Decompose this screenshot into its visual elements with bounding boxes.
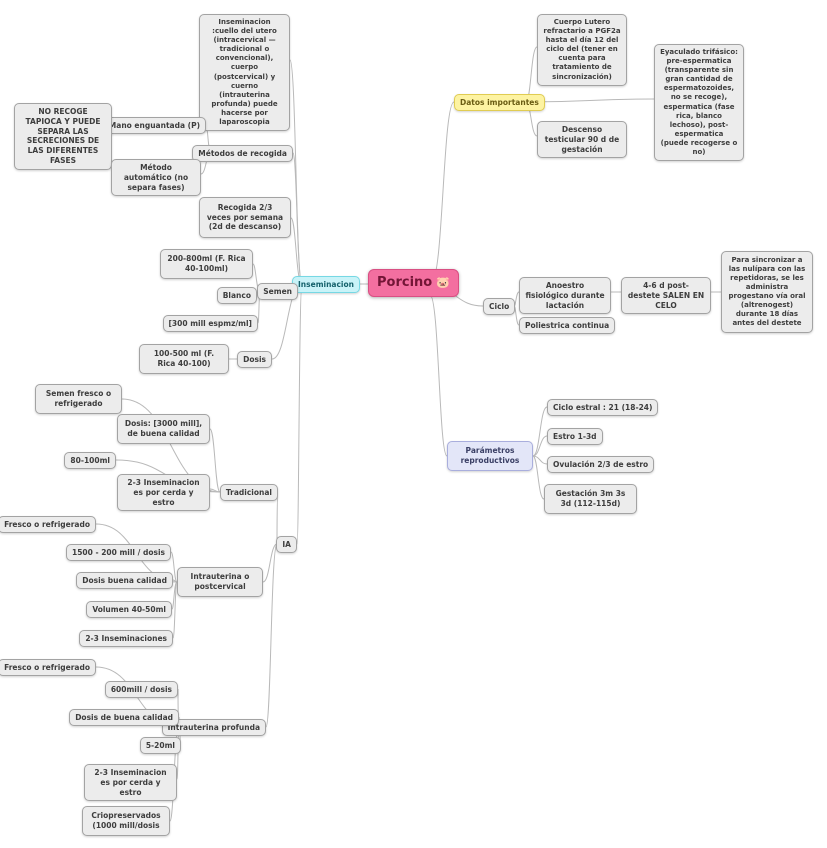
node-ciclo[interactable]: Ciclo [483, 298, 516, 315]
node-mano-nota[interactable]: NO RECOGE TAPIOCA Y PUEDE SEPARA LAS SEC… [14, 103, 112, 170]
node-porcino-root[interactable]: Porcino 🐷 [368, 269, 459, 297]
node-postcervical-frecuencia[interactable]: 2-3 Inseminaciones [79, 630, 173, 647]
node-postcervical-semen[interactable]: Fresco o refrigerado [0, 516, 96, 533]
node-descenso-testicular[interactable]: Descenso testicular 90 d de gestación [537, 121, 627, 159]
node-dosis-valor[interactable]: 100-500 ml (F. Rica 40-100) [139, 344, 229, 374]
node-tradicional-volumen[interactable]: 80-100ml [64, 452, 116, 469]
node-ovulacion[interactable]: Ovulación 2/3 de estro [547, 456, 655, 473]
node-inseminacion-description[interactable]: Inseminacion :cuello del utero (intracer… [199, 14, 290, 132]
root-label: Porcino [377, 274, 433, 290]
node-postcervical-volumen[interactable]: Volumen 40-50ml [86, 601, 172, 618]
node-tradicional-dosis[interactable]: Dosis: [3000 mill], de buena calidad [117, 414, 210, 444]
node-eyaculado-trifasico[interactable]: Eyaculado trifásico: pre-espermatica (tr… [654, 44, 744, 162]
node-postcervical-calidad[interactable]: Dosis buena calidad [76, 572, 173, 589]
node-mano-enguantada[interactable]: Mano enguantada (P) [102, 117, 206, 134]
node-datos-importantes[interactable]: Datos importantes [454, 94, 545, 111]
node-post-destete[interactable]: 4-6 d post-destete SALEN EN CELO [621, 277, 711, 315]
node-profunda-calidad[interactable]: Dosis de buena calidad [69, 709, 179, 726]
node-ia[interactable]: IA [276, 536, 297, 553]
node-profunda-dosis[interactable]: 600mill / dosis [104, 681, 178, 698]
node-ia-profunda[interactable]: Intrauterina profunda [161, 719, 266, 736]
node-profunda-semen[interactable]: Fresco o refrigerado [0, 659, 96, 676]
node-sincronizacion[interactable]: Para sincronizar a las nulípara con las … [721, 251, 813, 333]
node-recogida-frecuencia[interactable]: Recogida 2/3 veces por semana (2d de des… [199, 197, 291, 238]
node-cuerpo-luteo[interactable]: Cuerpo Lutero refractario a PGF2a hasta … [537, 14, 627, 86]
node-ciclo-estral[interactable]: Ciclo estral : 21 (18-24) [547, 399, 659, 416]
node-tradicional-semen[interactable]: Semen fresco o refrigerado [35, 384, 122, 414]
node-poliestrica[interactable]: Poliestrica continua [519, 317, 616, 334]
node-profunda-frecuencia[interactable]: 2-3 Inseminacion es por cerda y estro [84, 764, 177, 802]
node-parametros-reproductivos[interactable]: Parámetros reproductivos [447, 441, 533, 471]
node-metodos-recogida[interactable]: Métodos de recogida [192, 145, 293, 162]
node-inseminacion[interactable]: Inseminacion [292, 276, 360, 293]
node-gestacion[interactable]: Gestación 3m 3s 3d (112-115d) [544, 484, 637, 514]
node-tradicional-frecuencia[interactable]: 2-3 Inseminacion es por cerda y estro [117, 474, 210, 512]
node-profunda-volumen[interactable]: 5-20ml [139, 737, 181, 754]
node-ia-postcervical[interactable]: Intrauterina o postcervical [177, 567, 263, 597]
node-semen-color[interactable]: Blanco [216, 287, 257, 304]
pig-emoji-icon: 🐷 [436, 275, 450, 289]
node-dosis[interactable]: Dosis [237, 351, 272, 368]
node-profunda-criopreservados[interactable]: Criopreservados (1000 mill/dosis [82, 806, 170, 836]
node-ia-tradicional[interactable]: Tradicional [219, 484, 278, 501]
node-semen[interactable]: Semen [257, 283, 298, 300]
node-semen-concentracion[interactable]: [300 mill espmz/ml] [162, 315, 258, 332]
node-semen-volumen[interactable]: 200-800ml (F. Rica 40-100ml) [160, 249, 253, 279]
node-metodo-automatico[interactable]: Método automático (no separa fases) [111, 159, 201, 197]
node-anoestro[interactable]: Anoestro fisiológico durante lactación [519, 277, 611, 315]
node-postcervical-dosis[interactable]: 1500 - 200 mill / dosis [66, 544, 171, 561]
node-estro[interactable]: Estro 1-3d [547, 428, 603, 445]
